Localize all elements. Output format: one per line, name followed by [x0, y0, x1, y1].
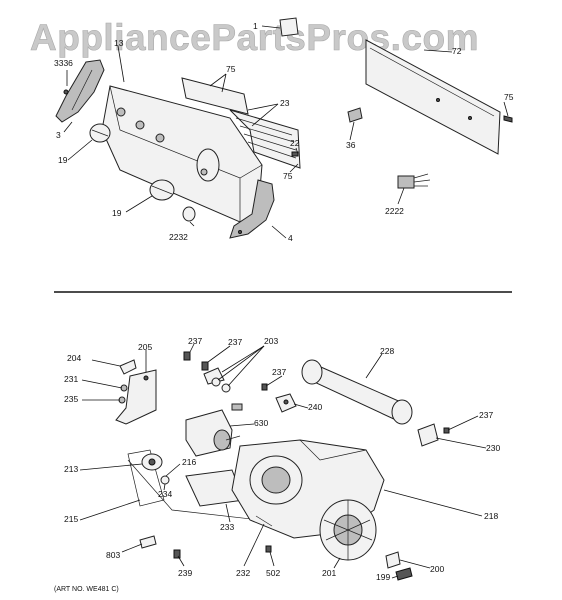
- callout-label: 213: [64, 464, 78, 474]
- clip-part: [231, 403, 243, 411]
- art-number: (ART NO. WE481 C): [54, 586, 119, 593]
- thermistor-part: [417, 423, 439, 447]
- control-panel-part: [101, 85, 263, 223]
- callout-label: 203: [264, 336, 278, 346]
- knob-part: [149, 179, 175, 201]
- screw-part: [265, 545, 272, 553]
- callout-label: 75: [504, 92, 514, 102]
- blower-wheel-part: [319, 499, 377, 561]
- callout-label: 237: [228, 337, 242, 347]
- callout-label: 3336: [54, 58, 73, 68]
- callout-label: 204: [67, 353, 81, 363]
- callout-label: 630: [254, 418, 268, 428]
- connector-part: [397, 173, 431, 189]
- motor-bracket-part: [115, 369, 157, 425]
- callout-label: 232: [236, 568, 250, 578]
- drum-belt-part: [127, 459, 261, 521]
- callout-label: 200: [430, 564, 444, 574]
- bolt-part: [395, 567, 413, 581]
- belt-part: [127, 449, 165, 507]
- callout-label: 234: [158, 489, 172, 499]
- motor-part: [185, 409, 241, 457]
- callout-label: 235: [64, 394, 78, 404]
- rear-panel-part: [365, 39, 501, 155]
- callout-label: 2232: [169, 232, 188, 242]
- callout-label: 230: [486, 443, 500, 453]
- callout-label: 218: [484, 511, 498, 521]
- small-knob-part: [182, 206, 196, 222]
- callout-label: 216: [182, 457, 196, 467]
- circuit-board-part: [181, 77, 301, 169]
- callout-label: 3: [56, 130, 61, 140]
- watermark: AppliancePartsPros.com: [30, 17, 479, 58]
- callout-label: 19: [58, 155, 68, 165]
- clamp-part: [385, 551, 401, 569]
- callout-label: 205: [138, 342, 152, 352]
- callout-label: 4: [288, 233, 293, 243]
- leader-lines: [63, 25, 509, 579]
- left-end-cap-part: [55, 59, 105, 123]
- callout-label: 237: [479, 410, 493, 420]
- clip-part: [203, 367, 231, 393]
- knob-part: [89, 123, 111, 143]
- callout-label: 23: [280, 98, 290, 108]
- callout-label: 237: [188, 336, 202, 346]
- rod-part: [255, 515, 273, 527]
- screw-part: [173, 549, 181, 559]
- callout-label: 19: [112, 208, 122, 218]
- callout-label: 75: [283, 171, 293, 181]
- callout-label: 233: [220, 522, 234, 532]
- screw-part: [183, 351, 209, 371]
- callout-label: 239: [178, 568, 192, 578]
- callout-label: 231: [64, 374, 78, 384]
- callout-label: 13: [114, 38, 124, 48]
- idler-pulley-part: [160, 475, 170, 485]
- callout-label: 201: [322, 568, 336, 578]
- clip-part: [347, 107, 363, 123]
- callout-label: 22: [290, 138, 300, 148]
- screw-part: [261, 383, 268, 391]
- callout-label: 215: [64, 514, 78, 524]
- thermostat-part: [275, 393, 297, 413]
- callout-label: 502: [266, 568, 280, 578]
- clip-part: [119, 359, 137, 375]
- screw-part: [443, 427, 450, 434]
- callout-label: 237: [272, 367, 286, 377]
- callout-label: 803: [106, 550, 120, 560]
- clip-part: [139, 535, 157, 549]
- callout-label: 199: [376, 572, 390, 582]
- callout-labels: 1 13 72 3336 75 75 23 3 19 22 36 75 19 2…: [54, 21, 514, 582]
- exhaust-duct-part: [301, 359, 413, 425]
- callout-label: 2222: [385, 206, 404, 216]
- callout-label: 240: [308, 402, 322, 412]
- label-part: [279, 17, 299, 37]
- callout-label: 72: [452, 46, 462, 56]
- callout-label: 75: [226, 64, 236, 74]
- callout-label: 36: [346, 140, 356, 150]
- callout-label: 228: [380, 346, 394, 356]
- right-end-cap-part: [229, 179, 275, 239]
- screw-part: [503, 115, 513, 123]
- callout-label: 1: [253, 21, 258, 31]
